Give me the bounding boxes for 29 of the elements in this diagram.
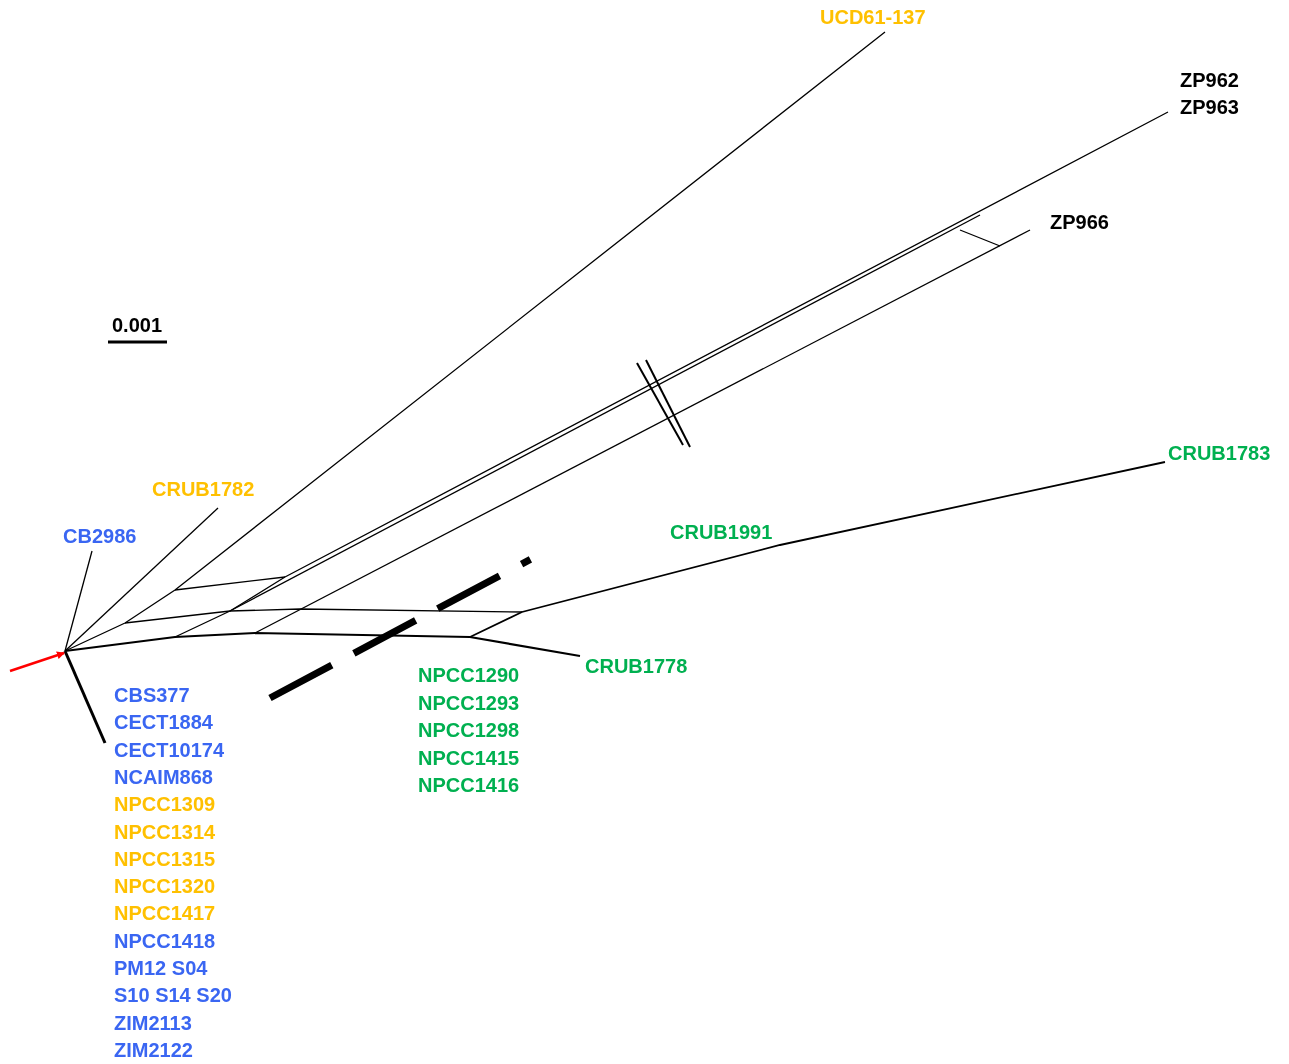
scale-label: 0.001 xyxy=(112,313,163,337)
taxon-label: NPCC1415 xyxy=(418,746,520,770)
taxon-label: S10 S14 S20 xyxy=(114,983,232,1008)
taxon-label: CRUB1778 xyxy=(585,654,688,678)
taxon-label: PM12 S04 xyxy=(114,956,208,980)
taxon-label: CRUB1783 xyxy=(1168,441,1271,465)
taxon-label: CBS377 xyxy=(114,683,190,707)
taxon-label: NPCC1417 xyxy=(114,901,216,926)
taxon-label: NPCC1315 xyxy=(114,846,216,871)
taxon-label: CB2986 xyxy=(63,524,137,548)
taxon-label: NPCC1314 xyxy=(114,819,216,844)
taxon-label: NPCC1320 xyxy=(114,874,216,899)
taxon-label: NPCC1418 xyxy=(114,928,216,953)
taxon-label: NCAIM868 xyxy=(114,764,213,789)
taxon-label: ZP966 xyxy=(1050,210,1109,234)
taxon-label: CRUB1991 xyxy=(670,520,773,544)
taxon-label: ZIM2122 xyxy=(114,1037,193,1062)
taxon-label: NPCC1298 xyxy=(418,718,520,742)
taxon-label: ZP963 xyxy=(1180,95,1239,119)
taxon-label: NPCC1309 xyxy=(114,792,216,817)
taxon-label: CRUB1782 xyxy=(152,477,255,501)
taxon-label: CECT10174 xyxy=(114,737,225,762)
taxon-label: ZIM2113 xyxy=(114,1010,192,1035)
taxon-label: UCD61-137 xyxy=(820,5,926,29)
taxon-label: CECT1884 xyxy=(114,710,213,735)
taxon-label: ZP962 xyxy=(1180,68,1239,92)
taxon-label: NPCC1293 xyxy=(418,691,520,715)
taxon-label: NPCC1416 xyxy=(418,773,520,797)
taxon-label: NPCC1290 xyxy=(418,663,520,687)
